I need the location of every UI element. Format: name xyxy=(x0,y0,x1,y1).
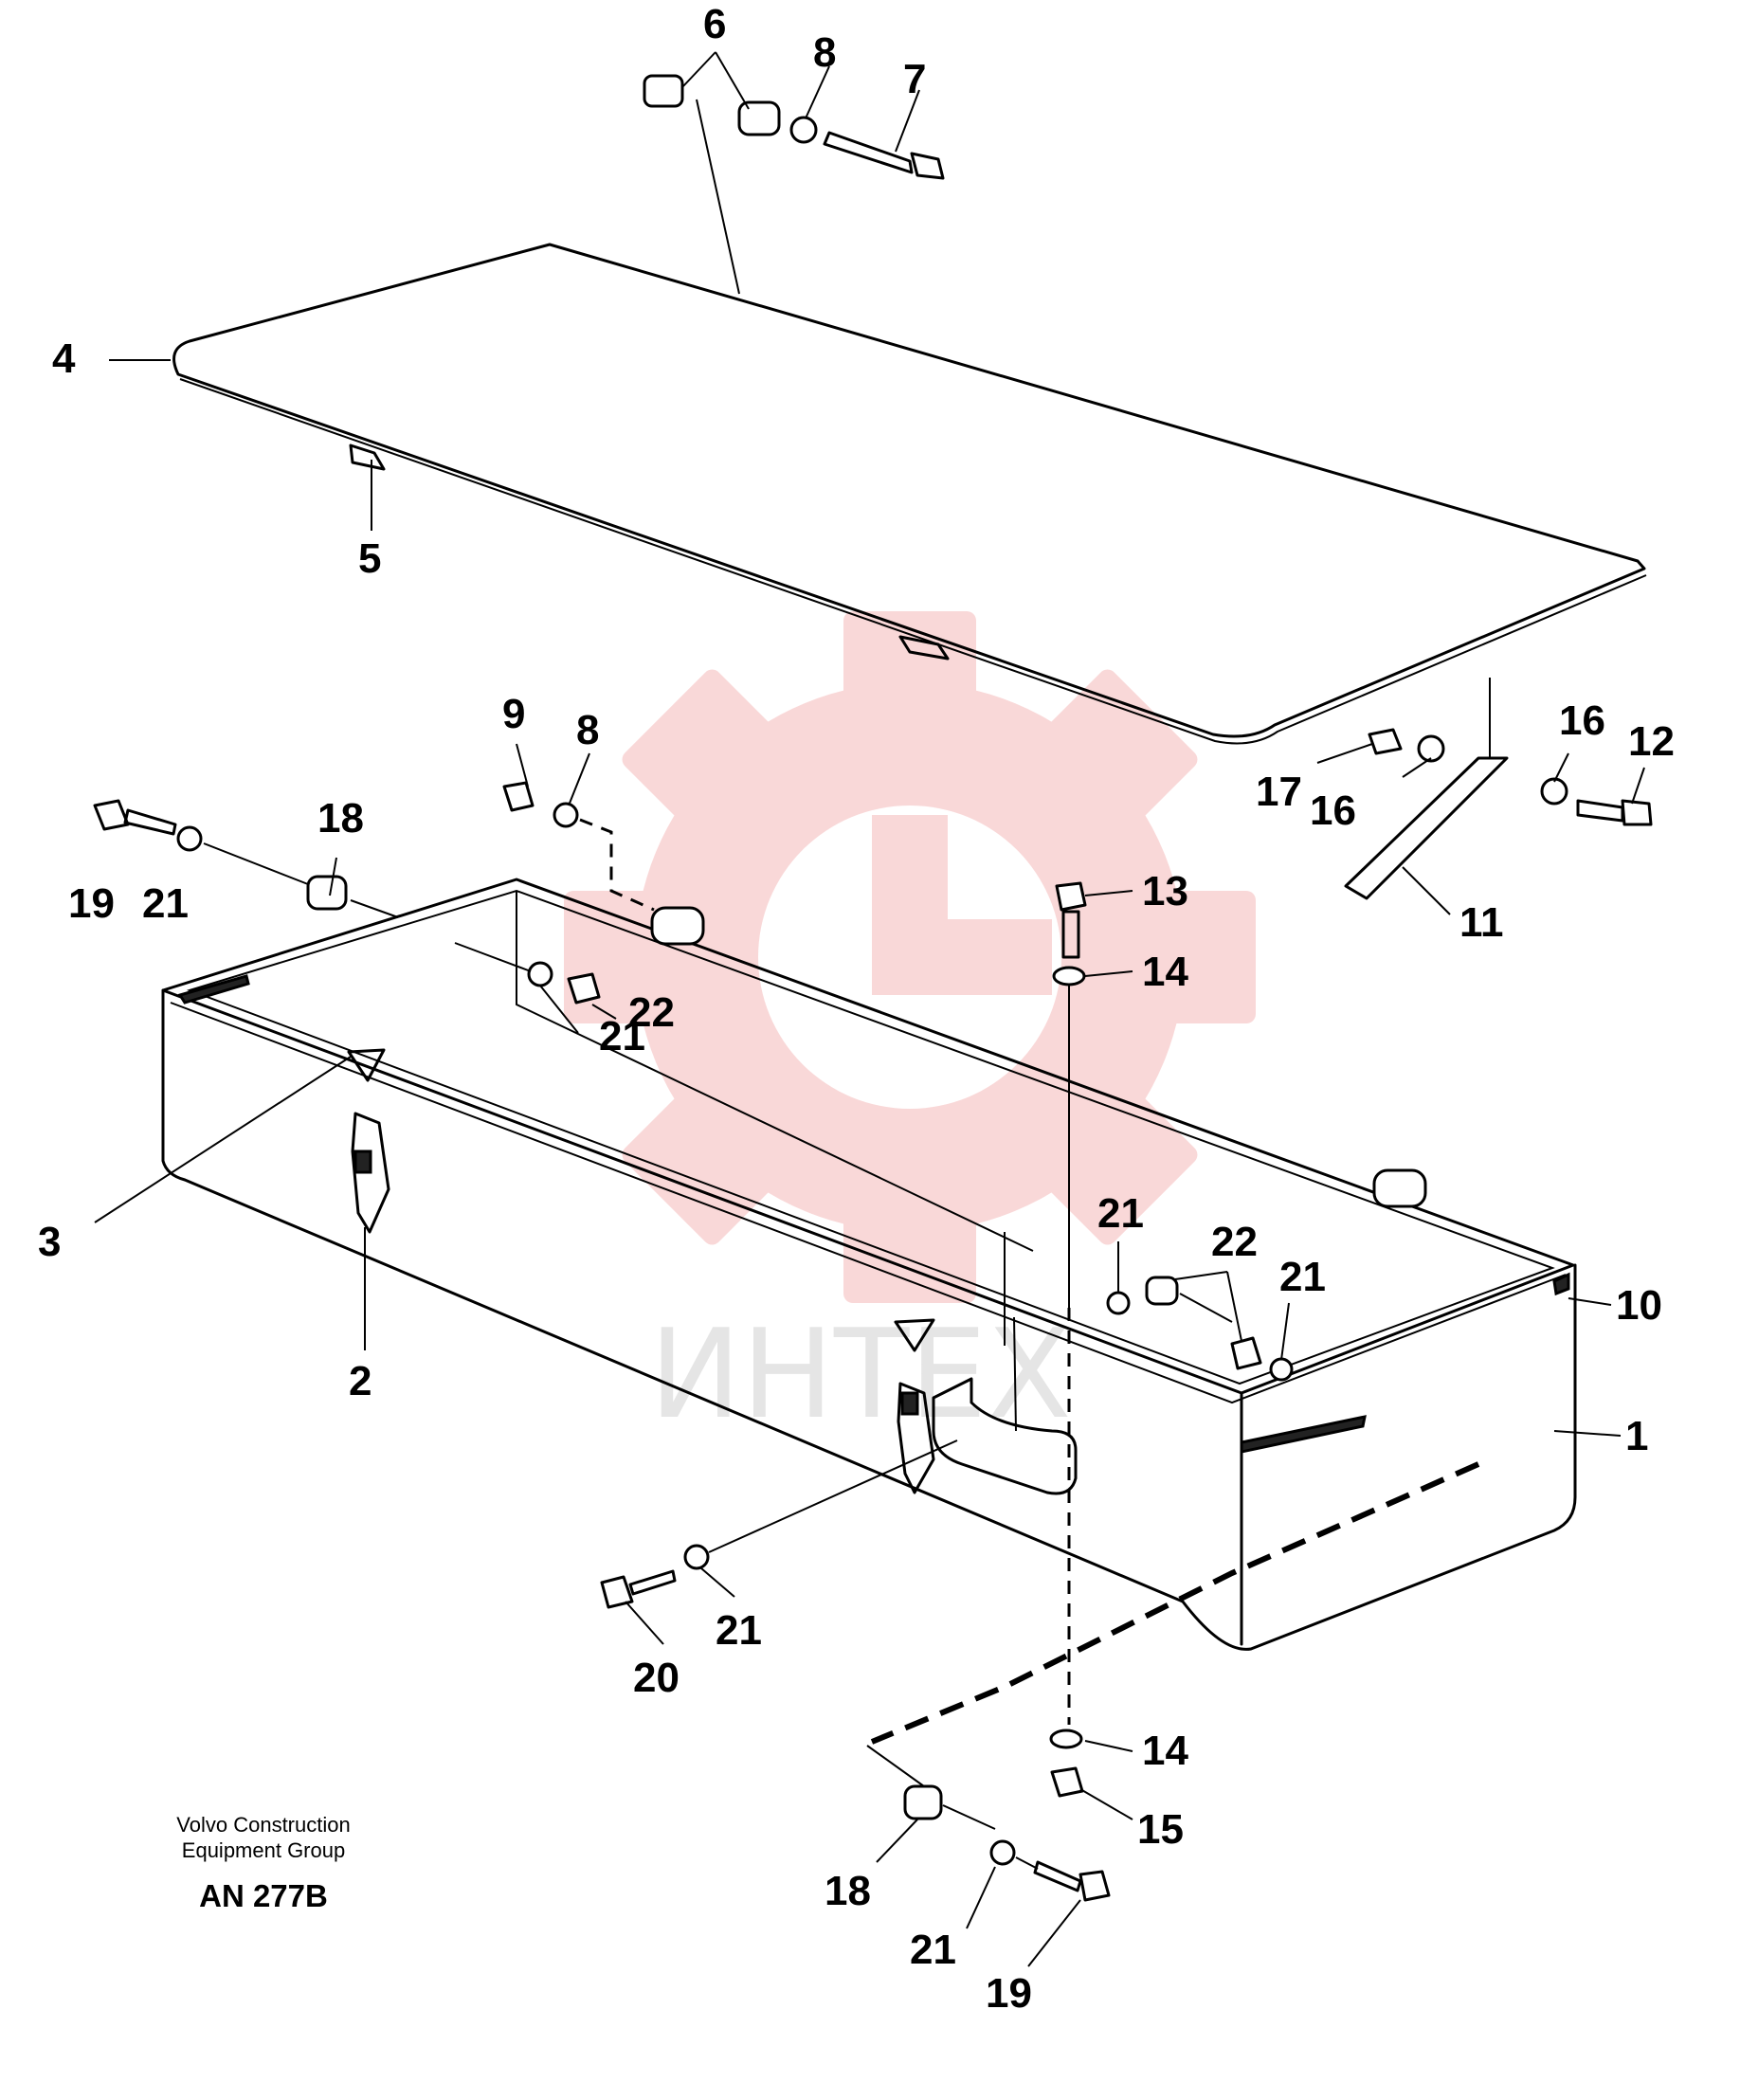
label-part-15: 15 xyxy=(1137,1806,1184,1853)
lid-catch-left xyxy=(349,444,386,471)
label-part-9: 9 xyxy=(502,691,525,737)
label-part-8-top: 8 xyxy=(813,29,836,76)
lid-support-arm xyxy=(1344,678,1653,900)
label-part-12: 12 xyxy=(1628,718,1675,765)
latch-right xyxy=(894,1318,935,1494)
label-part-21-bottom-a: 21 xyxy=(716,1607,762,1654)
label-part-21-left: 21 xyxy=(142,880,189,927)
label-part-21-bottom-b: 21 xyxy=(910,1927,956,1973)
label-part-14-top: 14 xyxy=(1142,949,1188,995)
label-part-18-top: 18 xyxy=(317,795,364,842)
label-part-21-right-b: 21 xyxy=(1279,1254,1326,1300)
label-part-18-bottom: 18 xyxy=(825,1868,871,1914)
drawing-code: AN 277B xyxy=(199,1878,328,1913)
label-part-16-b: 16 xyxy=(1559,697,1605,744)
drawing-footer: Volvo Construction Equipment Group AN 27… xyxy=(176,1813,350,1913)
label-part-21-right-a: 21 xyxy=(1097,1190,1144,1237)
lid-catch-right xyxy=(898,635,950,661)
hinge-bushing-left xyxy=(650,906,705,946)
label-part-20: 20 xyxy=(633,1655,680,1701)
hinge-bushing-right xyxy=(1372,1168,1427,1208)
latch-left xyxy=(347,1048,390,1234)
label-part-3: 3 xyxy=(38,1219,61,1265)
watermark: ИНТЕХ xyxy=(564,611,1256,1446)
label-part-22-right: 22 xyxy=(1211,1219,1258,1265)
label-part-13: 13 xyxy=(1142,868,1188,914)
fasteners xyxy=(93,781,1480,1902)
box-body xyxy=(161,878,1577,1651)
company-line-2: Equipment Group xyxy=(182,1838,345,1862)
label-part-1: 1 xyxy=(1625,1413,1648,1459)
label-part-16-a: 16 xyxy=(1310,788,1356,834)
label-part-5: 5 xyxy=(358,535,381,582)
label-part-19-left: 19 xyxy=(68,880,115,927)
hinge-hardware-top xyxy=(643,74,945,295)
label-part-19-bottom: 19 xyxy=(986,1970,1032,2017)
label-part-10: 10 xyxy=(1616,1282,1662,1329)
leader-lines xyxy=(94,51,1645,1967)
label-part-14-bottom: 14 xyxy=(1142,1728,1188,1774)
label-part-11: 11 xyxy=(1459,899,1504,946)
label-part-4: 4 xyxy=(52,335,76,382)
label-part-22-top: 22 xyxy=(628,989,675,1036)
lid xyxy=(172,243,1647,745)
mounting-bracket xyxy=(932,1316,1078,1495)
company-line-1: Volvo Construction xyxy=(176,1813,350,1837)
label-part-21-mid: 21 xyxy=(599,1013,645,1059)
label-part-8-mid: 8 xyxy=(576,707,599,753)
label-part-7: 7 xyxy=(903,56,926,102)
label-part-6: 6 xyxy=(703,1,726,47)
part-labels: 4 6 8 7 5 9 8 18 19 21 17 16 16 12 11 13… xyxy=(38,1,1675,2017)
watermark-gear-icon xyxy=(564,611,1256,1303)
label-part-2: 2 xyxy=(349,1358,372,1404)
label-part-17: 17 xyxy=(1256,769,1302,815)
